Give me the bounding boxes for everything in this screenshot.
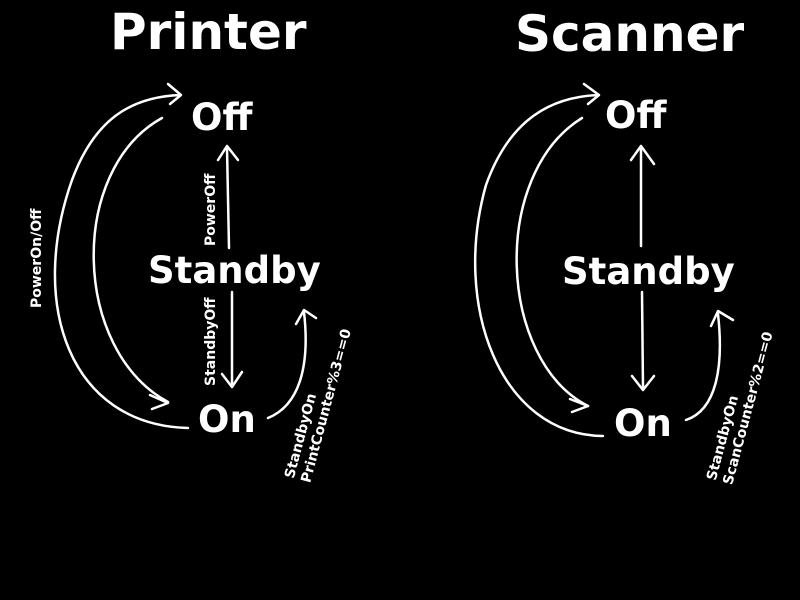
printer-title: Printer <box>110 3 307 61</box>
printer-label-power-on-off: PowerOn/Off <box>29 208 45 308</box>
scanner-arrowhead-on <box>568 397 590 414</box>
scanner-arrow-on-to-off <box>473 93 605 438</box>
printer-state-standby: Standby <box>148 249 321 292</box>
scanner-state-off: Off <box>605 94 667 137</box>
printer-label-standby-off: StandbyOff <box>203 297 219 386</box>
scanner-arrowhead-on-down <box>630 374 656 392</box>
scanner-arrowhead-off-up <box>629 144 656 166</box>
printer-label-power-off: PowerOff <box>203 173 219 246</box>
printer-state-off: Off <box>191 96 253 139</box>
scanner-state-on: On <box>614 402 672 445</box>
printer-arrowhead-off-up <box>216 144 240 162</box>
scanner-state-standby: Standby <box>562 250 735 293</box>
printer-arrow-on-to-off <box>53 93 190 430</box>
printer-arrowhead-standby <box>294 308 318 326</box>
printer-arrowhead-off <box>166 82 183 106</box>
printer-arrow-on-to-standby <box>266 310 307 420</box>
scanner-arrow-standby-to-on <box>640 290 645 390</box>
printer-arrow-off-to-on <box>92 116 170 404</box>
scanner-arrow-off-to-on <box>515 116 590 408</box>
printer-arrowhead-on-down <box>220 370 244 389</box>
printer-state-on: On <box>198 398 256 441</box>
printer-arrow-standby-to-off <box>225 146 231 250</box>
scanner-title: Scanner <box>515 5 745 63</box>
printer-arrowhead-on <box>148 393 170 411</box>
scanner-arrowhead-standby <box>709 309 735 328</box>
scanner-arrowhead-off <box>582 82 601 106</box>
scanner-arrow-on-to-standby <box>684 312 722 422</box>
